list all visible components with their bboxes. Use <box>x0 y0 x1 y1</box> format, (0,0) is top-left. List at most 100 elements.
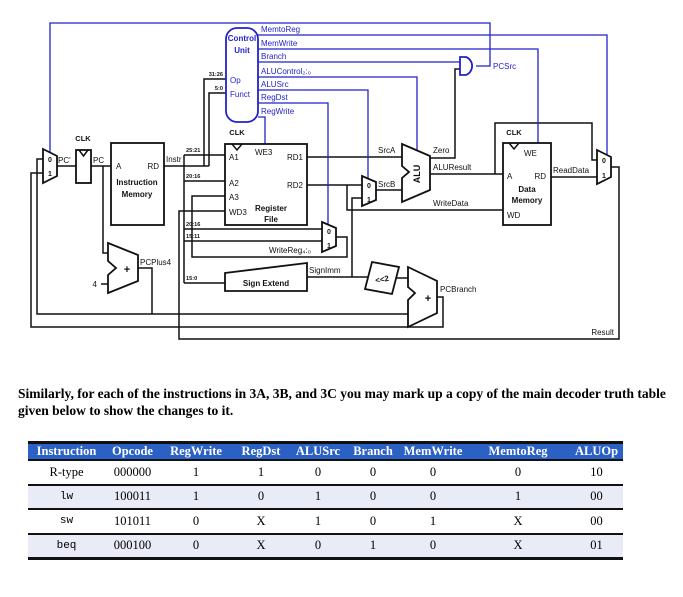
bits-5-0: 5:0 <box>215 86 223 92</box>
header-branch: Branch <box>346 442 400 460</box>
data-memory: CLK WE A RD WD Data Memory <box>502 128 552 226</box>
pc-register: CLK <box>75 134 92 184</box>
srca-label: SrcA <box>378 146 396 155</box>
rf-a2-port: A2 <box>229 179 239 188</box>
cell-opcode: 000000 <box>113 464 152 479</box>
bits-20-16-b: 20:16 <box>186 222 200 228</box>
header-alusrc: ALUSrc <box>290 442 346 460</box>
header-regwrite: RegWrite <box>160 442 232 460</box>
cell-instruction: beq <box>56 539 77 552</box>
bits-25-21: 25:21 <box>186 148 200 154</box>
table-row-rtype: R-type 000000 1 1 0 0 0 0 10 <box>28 460 623 485</box>
cell-memwrite: 0 <box>429 464 437 479</box>
rf-a3-port: A3 <box>229 193 239 202</box>
cell-regdst: X <box>256 538 266 552</box>
plus-sign: + <box>124 264 130 276</box>
mux-0-label: 0 <box>327 229 331 236</box>
cell-instruction: R-type <box>49 464 84 479</box>
instruction-memory: A RD Instruction Memory <box>110 142 165 226</box>
cell-branch: 1 <box>369 538 377 552</box>
rf-we3-port: WE3 <box>255 148 273 157</box>
cell-opcode: 100011 <box>113 489 152 504</box>
decoder-truth-table: Instruction Opcode RegWrite RegDst ALUSr… <box>28 441 623 560</box>
pc-prime-label: PC' <box>58 156 71 165</box>
rf-rd1-port: RD1 <box>287 153 304 162</box>
header-memwrite: MemWrite <box>400 442 466 460</box>
cell-regdst: 0 <box>257 489 265 504</box>
mux-1-label: 1 <box>327 243 331 250</box>
srcb-mux: 0 1 <box>361 174 377 208</box>
dm-a-port: A <box>507 172 513 181</box>
regdst-label: RegDst <box>261 93 288 102</box>
pc-mux: 0 1 <box>42 147 58 185</box>
pcbranch-label: PCBranch <box>440 285 476 294</box>
cell-aluop: 10 <box>590 464 603 479</box>
table-row-sw: sw 101011 0 X 1 0 1 X 00 <box>28 509 623 534</box>
pc-label: PC <box>93 156 104 165</box>
im-rd-port: RD <box>147 162 159 171</box>
rf-a1-port: A1 <box>229 153 239 162</box>
datapath-diagram: 0 1 CLK PC' PC A RD Instruction Memory I… <box>30 22 620 340</box>
header-regdst: RegDst <box>232 442 290 460</box>
mux-1-label: 1 <box>602 173 606 180</box>
alusrc-label: ALUSrc <box>261 80 289 89</box>
cell-aluop: 01 <box>590 538 603 552</box>
register-file: CLK WE3 A1 A2 A3 WD3 RD1 RD2 Register Fi… <box>224 128 308 226</box>
table-row-beq: beq 000100 0 X 0 1 0 X 01 <box>28 533 623 558</box>
rf-rd2-port: RD2 <box>287 181 304 190</box>
pcplus4-label: PCPlus4 <box>140 258 172 267</box>
header-opcode: Opcode <box>105 442 160 460</box>
shift-left-2: <<2 <box>363 260 401 296</box>
clk-label: CLK <box>229 128 245 137</box>
aluresult-label: ALUResult <box>433 163 472 172</box>
and-gate <box>459 56 474 76</box>
cell-alusrc: 0 <box>314 538 322 552</box>
im-name-1: Instruction <box>116 178 157 187</box>
mux-1-label: 1 <box>48 171 52 178</box>
srcb-label: SrcB <box>378 180 395 189</box>
control-signal-labels: MemtoReg MemWrite Branch ALUControl₂:₀ A… <box>261 25 516 116</box>
pcsrc-label: PCSrc <box>493 62 516 71</box>
alu-label: ALU <box>412 165 422 184</box>
dm-wd-port: WD <box>507 211 521 220</box>
alu: ALU <box>401 142 431 204</box>
four-label: 4 <box>93 280 98 289</box>
cell-regdst: X <box>256 513 266 528</box>
mux-0-label: 0 <box>48 157 52 164</box>
cell-opcode: 000100 <box>113 538 152 552</box>
cell-memtoreg: X <box>513 538 523 552</box>
instruction-paragraph: Similarly, for each of the instructions … <box>18 385 666 418</box>
cell-memtoreg: 0 <box>514 464 522 479</box>
sign-extend-label: Sign Extend <box>243 279 289 288</box>
table-header-row: Instruction Opcode RegWrite RegDst ALUSr… <box>28 442 623 460</box>
bits-20-16: 20:16 <box>186 174 200 180</box>
control-unit: Control Unit Op Funct <box>225 27 259 123</box>
cell-instruction: sw <box>59 515 74 528</box>
sign-extend: Sign Extend <box>224 261 308 292</box>
header-memtoreg: MemtoReg <box>466 442 570 460</box>
instr-label: Instr <box>166 155 182 164</box>
data-wires <box>30 68 620 340</box>
dm-we-port: WE <box>524 149 537 158</box>
cell-alusrc: 1 <box>314 489 322 504</box>
header-instruction: Instruction <box>28 442 105 460</box>
mux-1-label: 1 <box>367 197 371 204</box>
dm-name-2: Memory <box>512 196 543 205</box>
rf-name-2: File <box>264 215 278 224</box>
dm-name-1: Data <box>518 185 536 194</box>
writedata-label: WriteData <box>433 199 469 208</box>
clk-label: CLK <box>75 134 91 143</box>
cell-alusrc: 0 <box>314 464 322 479</box>
branch-label: Branch <box>261 52 286 61</box>
cell-memtoreg: 1 <box>514 489 522 504</box>
cell-alusrc: 1 <box>314 513 322 528</box>
cell-regwrite: 0 <box>192 513 200 528</box>
cu-op-port: Op <box>230 76 241 85</box>
regwrite-label: RegWrite <box>261 107 295 116</box>
cell-regwrite: 1 <box>192 464 200 479</box>
rf-name-1: Register <box>255 204 287 213</box>
alucontrol-label: ALUControl₂:₀ <box>261 67 311 76</box>
bits-15-11: 15:11 <box>186 234 200 240</box>
mux-0-label: 0 <box>367 183 371 190</box>
cell-memwrite: 1 <box>429 513 437 528</box>
